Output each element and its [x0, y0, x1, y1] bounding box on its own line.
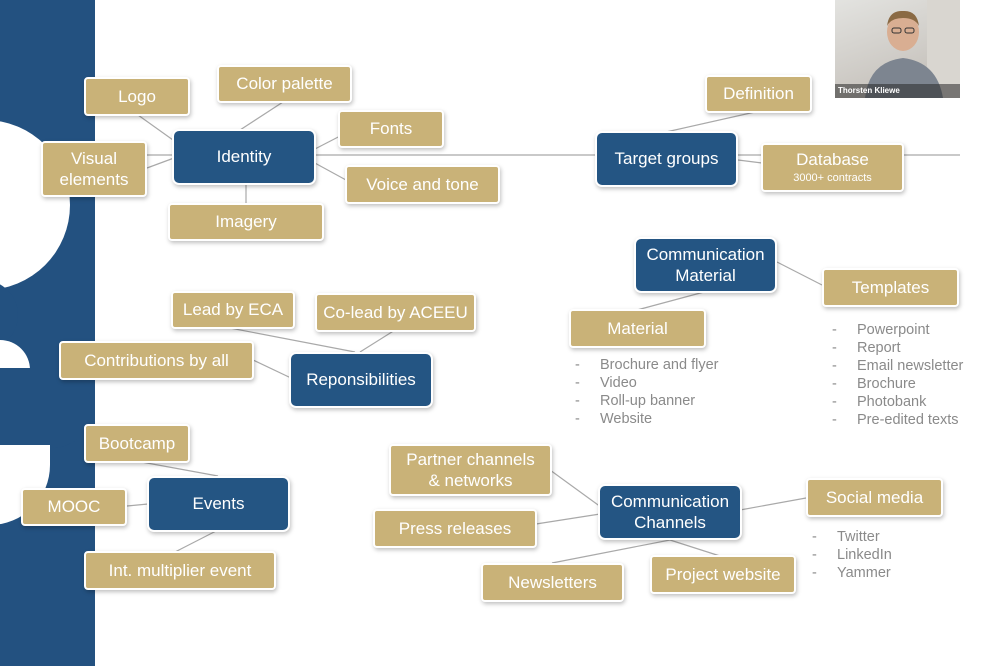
node-communication-channels: Communication Channels [598, 484, 742, 540]
node-imagery: Imagery [168, 203, 324, 241]
node-communication-material: Communication Material [634, 237, 777, 293]
node-int-multiplier-event: Int. multiplier event [84, 551, 276, 590]
left-blue-band [0, 0, 95, 666]
node-partner-channels: Partner channels & networks [389, 444, 552, 496]
list-item: -Twitter [812, 529, 880, 545]
list-item: -Photobank [832, 394, 927, 410]
node-definition: Definition [705, 75, 812, 113]
node-co-lead-by-aceeu: Co-lead by ACEEU [315, 293, 476, 332]
list-item: -Roll-up banner [575, 393, 696, 409]
node-project-website: Project website [650, 555, 796, 594]
list-item: -LinkedIn [812, 547, 892, 563]
participant-video-tile[interactable]: Thorsten Kliewe [835, 0, 960, 98]
node-fonts: Fonts [338, 110, 444, 148]
node-mooc: MOOC [21, 488, 127, 526]
database-note: 3000+ contracts [793, 172, 872, 185]
node-press-releases: Press releases [373, 509, 537, 548]
node-bootcamp: Bootcamp [84, 424, 190, 463]
node-database: Database 3000+ contracts [761, 143, 904, 192]
material-list: -Brochure and flyer -Video -Roll-up bann… [575, 356, 718, 428]
node-social-media: Social media [806, 478, 943, 517]
list-item: -Brochure and flyer [575, 357, 719, 373]
node-material: Material [569, 309, 706, 348]
node-identity: Identity [172, 129, 316, 185]
list-item: -Yammer [812, 565, 891, 581]
templates-list: -Powerpoint -Report -Email newsletter -B… [832, 321, 963, 429]
node-voice-and-tone: Voice and tone [345, 165, 500, 204]
list-item: -Brochure [832, 376, 916, 392]
node-newsletters: Newsletters [481, 563, 624, 602]
list-item: -Report [832, 340, 901, 356]
node-events: Events [147, 476, 290, 532]
node-contributions-by-all: Contributions by all [59, 341, 254, 380]
list-item: -Powerpoint [832, 322, 930, 338]
list-item: -Pre-edited texts [832, 412, 959, 428]
node-color-palette: Color palette [217, 65, 352, 103]
left-blue-wave [0, 368, 92, 448]
node-lead-by-eca: Lead by ECA [171, 291, 295, 329]
node-responsibilities: Reponsibilities [289, 352, 433, 408]
list-item: -Video [575, 375, 637, 391]
node-logo: Logo [84, 77, 190, 116]
participant-name: Thorsten Kliewe [835, 84, 960, 98]
list-item: -Website [575, 411, 653, 427]
list-item: -Email newsletter [832, 358, 964, 374]
node-visual-elements: Visual elements [41, 141, 147, 197]
node-target-groups: Target groups [595, 131, 738, 187]
social-media-list: -Twitter -LinkedIn -Yammer [812, 528, 892, 582]
node-templates: Templates [822, 268, 959, 307]
